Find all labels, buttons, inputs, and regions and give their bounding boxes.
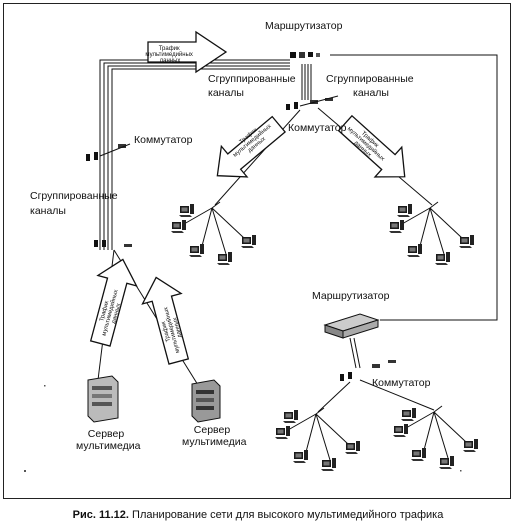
bundled-channels-left-label-1: Сгруппированные bbox=[30, 190, 118, 202]
svg-text:Трафик мультимедийных: Трафик мультимедийных данных bbox=[96, 286, 126, 338]
traffic-arrow-top: Трафик мультимедийных данных bbox=[145, 30, 228, 74]
router-top-device bbox=[290, 52, 320, 58]
router-mid-label: Маршрутизатор bbox=[312, 290, 390, 302]
server-2-label-2: мультимедиа bbox=[182, 436, 247, 448]
workstation-cluster-1 bbox=[171, 202, 256, 265]
switch-bottom-device bbox=[340, 360, 396, 381]
bundled-channels-center-label-2: каналы bbox=[208, 87, 244, 99]
server-1-label-2: мультимедиа bbox=[76, 440, 141, 452]
switch-left-lower-device bbox=[94, 240, 132, 247]
bundled-channel-center bbox=[301, 64, 312, 100]
server-2-label-1: Сервер bbox=[193, 424, 231, 436]
svg-text:Трафик мультимедийных: Трафик мультимедийных данных bbox=[157, 303, 187, 355]
bundled-channels-left-label-2: каналы bbox=[30, 205, 66, 217]
multimedia-server-1 bbox=[87, 375, 119, 423]
multimedia-server-2 bbox=[191, 379, 221, 423]
traffic-arrow-left-up: Трафик мультимедийных данных bbox=[89, 258, 138, 347]
workstation-cluster-3 bbox=[275, 408, 360, 471]
workstation-cluster-4 bbox=[393, 406, 478, 469]
bundled-channel-left bbox=[99, 59, 290, 250]
switch-bottom-label: Коммутатор bbox=[372, 377, 431, 389]
bundled-channels-right-label-1: Сгруппированные bbox=[326, 73, 414, 85]
figure-number: Рис. 11.12. bbox=[72, 509, 129, 521]
figure-caption: Рис. 11.12. Планирование сети для высоко… bbox=[0, 509, 516, 521]
switch-center-device bbox=[286, 95, 339, 110]
switch-left-device bbox=[86, 143, 131, 161]
router-mid-device bbox=[323, 313, 380, 339]
traffic-arrow-center-left: Трафик мультимедийных данных bbox=[216, 115, 286, 178]
figure-caption-text: Планирование сети для высокого мультимед… bbox=[132, 509, 444, 521]
figure-frame bbox=[3, 3, 511, 499]
traffic-arrow-right-up: Трафик мультимедийных данных bbox=[141, 276, 190, 365]
bundled-channels-right-label-2: каналы bbox=[353, 87, 389, 99]
switch-center-label: Коммутатор bbox=[288, 122, 347, 134]
router-link bbox=[330, 54, 498, 321]
svg-text:Трафик мультимедийных: Трафик мультимедийных данных bbox=[145, 46, 194, 64]
network-diagram: Трафик мультимедийных данных Трафик муль… bbox=[24, 30, 498, 472]
bundled-channels-center-label-1: Сгруппированные bbox=[208, 73, 296, 85]
switch-left-label: Коммутатор bbox=[134, 134, 193, 146]
workstation-cluster-2 bbox=[389, 202, 474, 265]
router-top-label: Маршрутизатор bbox=[265, 20, 343, 32]
traffic-arrow-center-right: Трафик мультимедийных данных bbox=[337, 114, 406, 178]
server-1-label-1: Сервер bbox=[87, 428, 125, 440]
